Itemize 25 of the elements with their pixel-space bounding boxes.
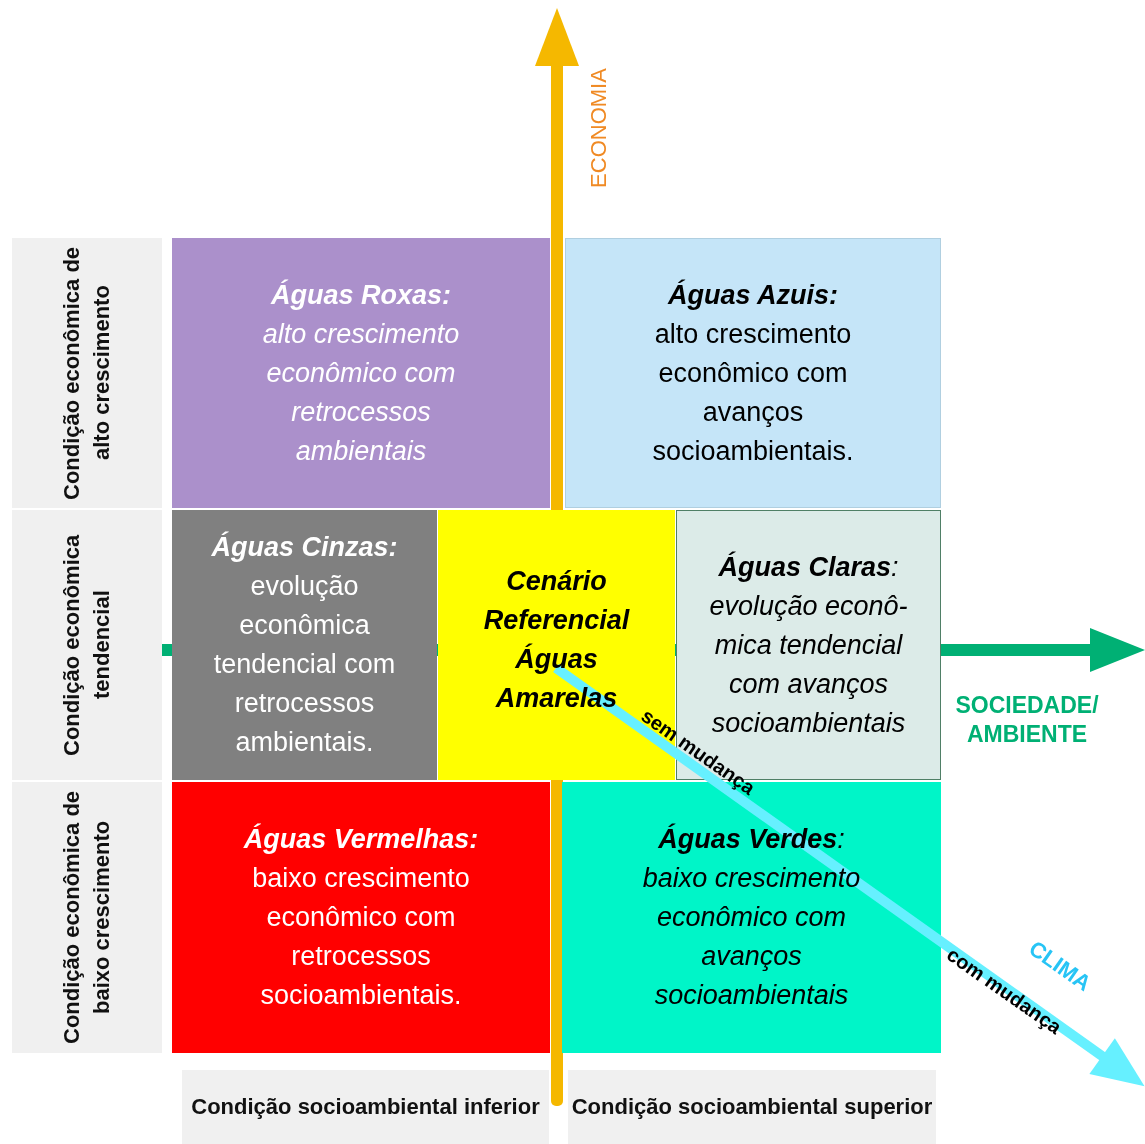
scenario-description: evolução econô-mica tendencial com avanços socioambientais (709, 589, 909, 738)
scenario-box (565, 238, 941, 508)
scenario-title: Águas Roxas: (269, 278, 453, 312)
column-header: Condição socioambiental superior (571, 1093, 933, 1121)
row-header-panel (12, 510, 162, 780)
scenario-box (172, 238, 550, 508)
scenario-title: Águas Vermelhas: (242, 822, 480, 856)
scenario-title: Águas Cinzas: (210, 530, 399, 564)
scenario-title: Águas Verdes: (657, 822, 846, 856)
scenario-description: baixo crescimento econômico com avanços socioambientais (641, 862, 862, 1012)
scenario-description: alto crescimento econômico com retrocessos ambientais (261, 317, 461, 468)
scenario-box (438, 510, 675, 780)
row-header: Condição econômica tendencial (58, 533, 115, 758)
scenario-box (172, 782, 550, 1053)
scenario-description: evolução econômica tendencial com retrocessos ambientais. (212, 570, 397, 759)
scenario-box (172, 510, 437, 780)
column-header: Condição socioambiental inferior (191, 1093, 540, 1121)
row-header: Condição econômica de alto crescimento (58, 245, 115, 502)
scenario-title: Águas Claras: (717, 550, 900, 584)
scenario-description: alto crescimento econômico com avanços socioambientais. (651, 317, 855, 468)
scenario-description: baixo crescimento econômico com retrocessos socioambientais. (251, 862, 471, 1012)
axis-label: SOCIEDADE/ AMBIENTE (954, 691, 1100, 749)
row-header: Condição econômica de baixo crescimento (58, 789, 115, 1047)
scenario-title: Águas Azuis: (666, 278, 839, 312)
axis-label: ECONOMIA (585, 68, 613, 188)
